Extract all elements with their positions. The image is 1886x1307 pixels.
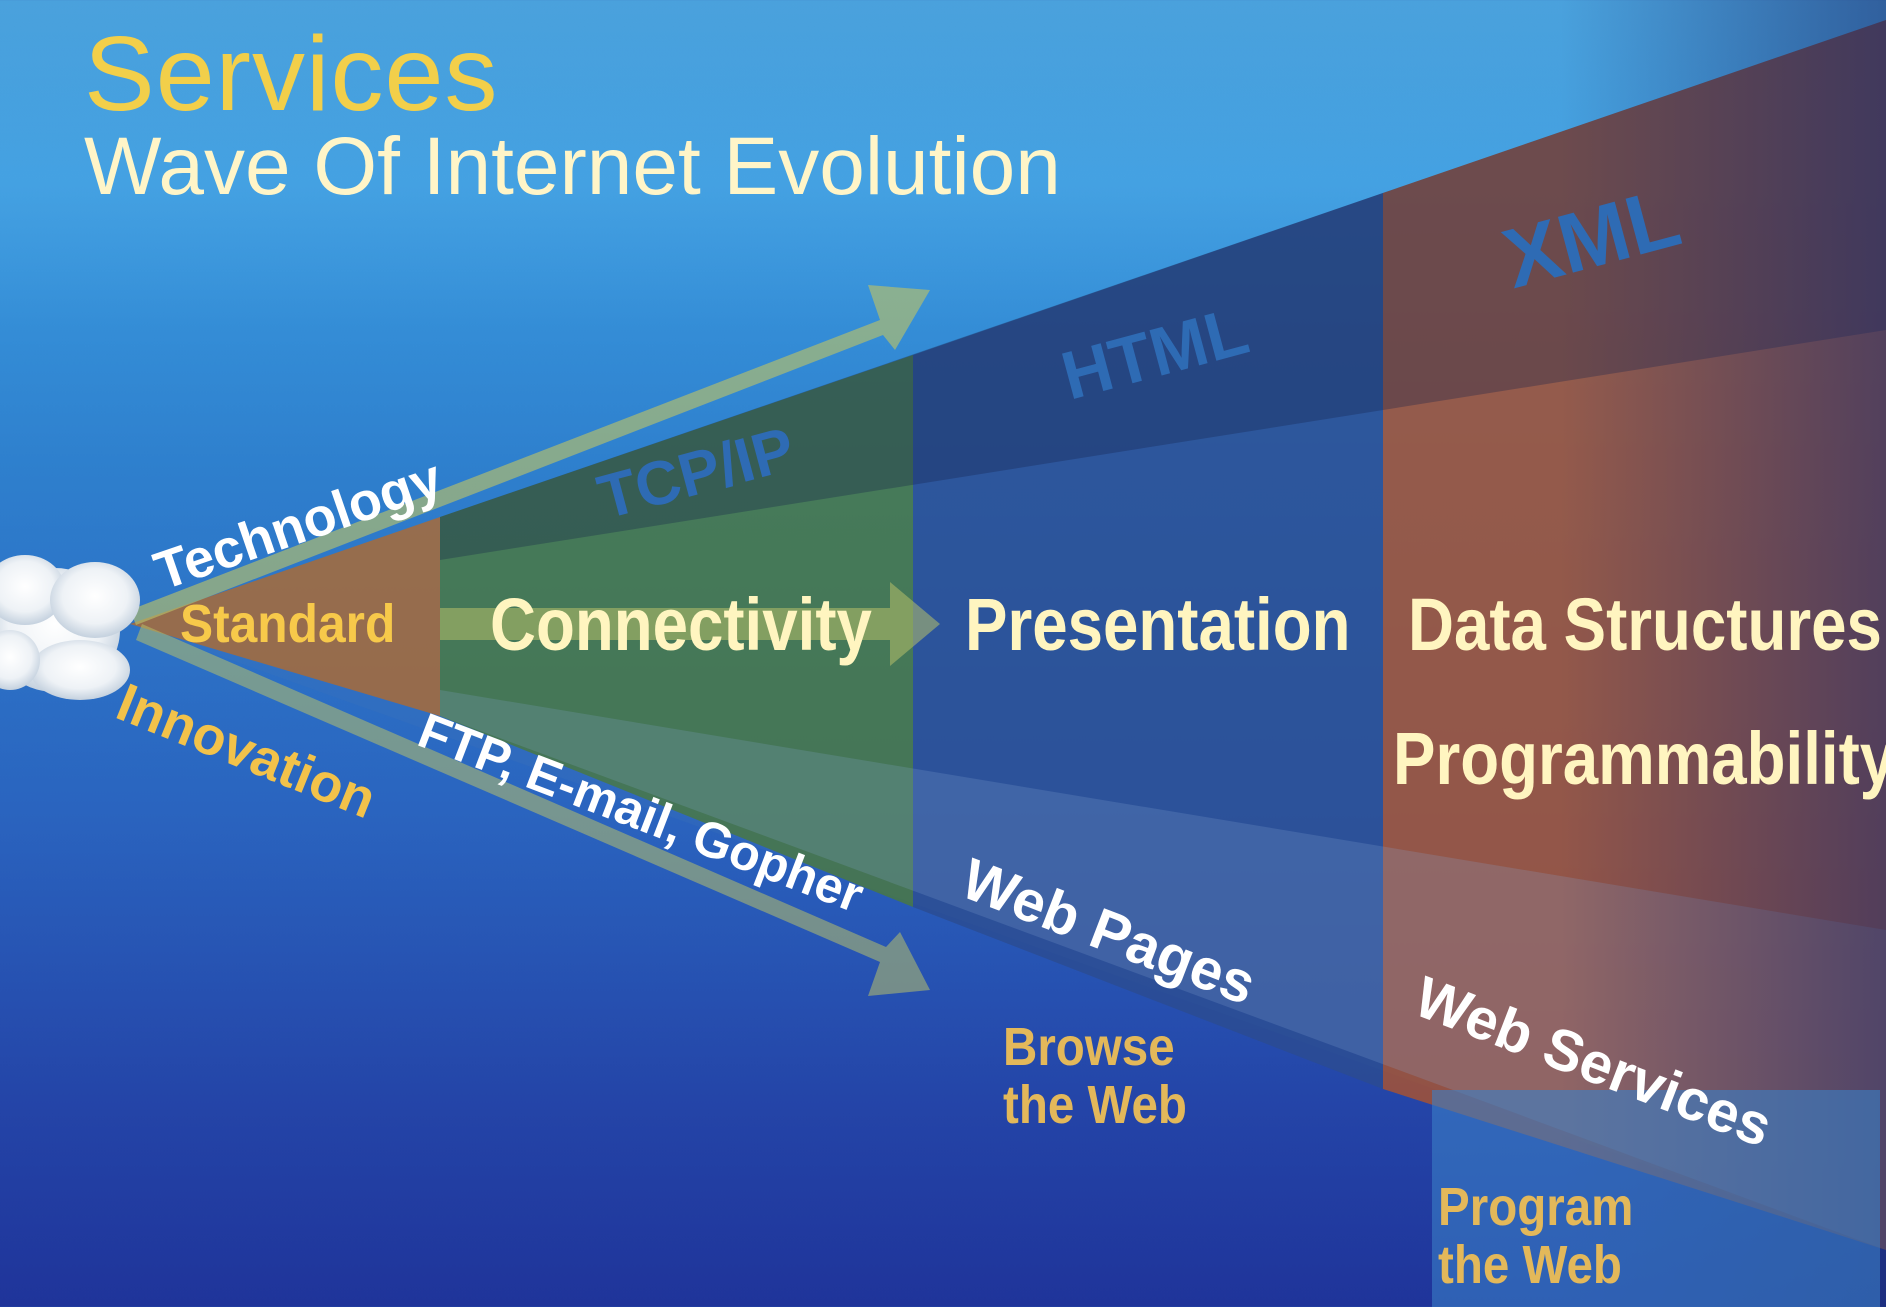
data-structures-label: Data Structures (1408, 583, 1882, 666)
right-fade (1560, 0, 1886, 1307)
standard-label: Standard (180, 594, 396, 654)
outcome-line: Browse (1003, 1017, 1175, 1077)
program-the-web-label: Program the Web (1438, 1178, 1633, 1295)
presentation-label: Presentation (965, 583, 1351, 666)
browse-the-web-label: Browse the Web (1003, 1018, 1187, 1135)
segment-standard (130, 517, 440, 716)
program-box (1432, 1090, 1880, 1307)
page-title: Services (84, 15, 499, 133)
page-subtitle: Wave Of Internet Evolution (84, 121, 1061, 212)
outcome-line: the Web (1438, 1235, 1622, 1296)
connectivity-label: Connectivity (490, 583, 872, 666)
programmability-label: Programmability (1393, 717, 1886, 800)
outcome-line: the Web (1003, 1075, 1187, 1136)
outcome-line: Program (1438, 1177, 1634, 1237)
segment-presentation (913, 193, 1383, 1089)
technology-arrow (130, 285, 930, 625)
innovation-arrow (136, 624, 930, 996)
cloud-icon (0, 555, 140, 700)
center-arrow (440, 582, 940, 666)
technology-band (440, 20, 1886, 560)
